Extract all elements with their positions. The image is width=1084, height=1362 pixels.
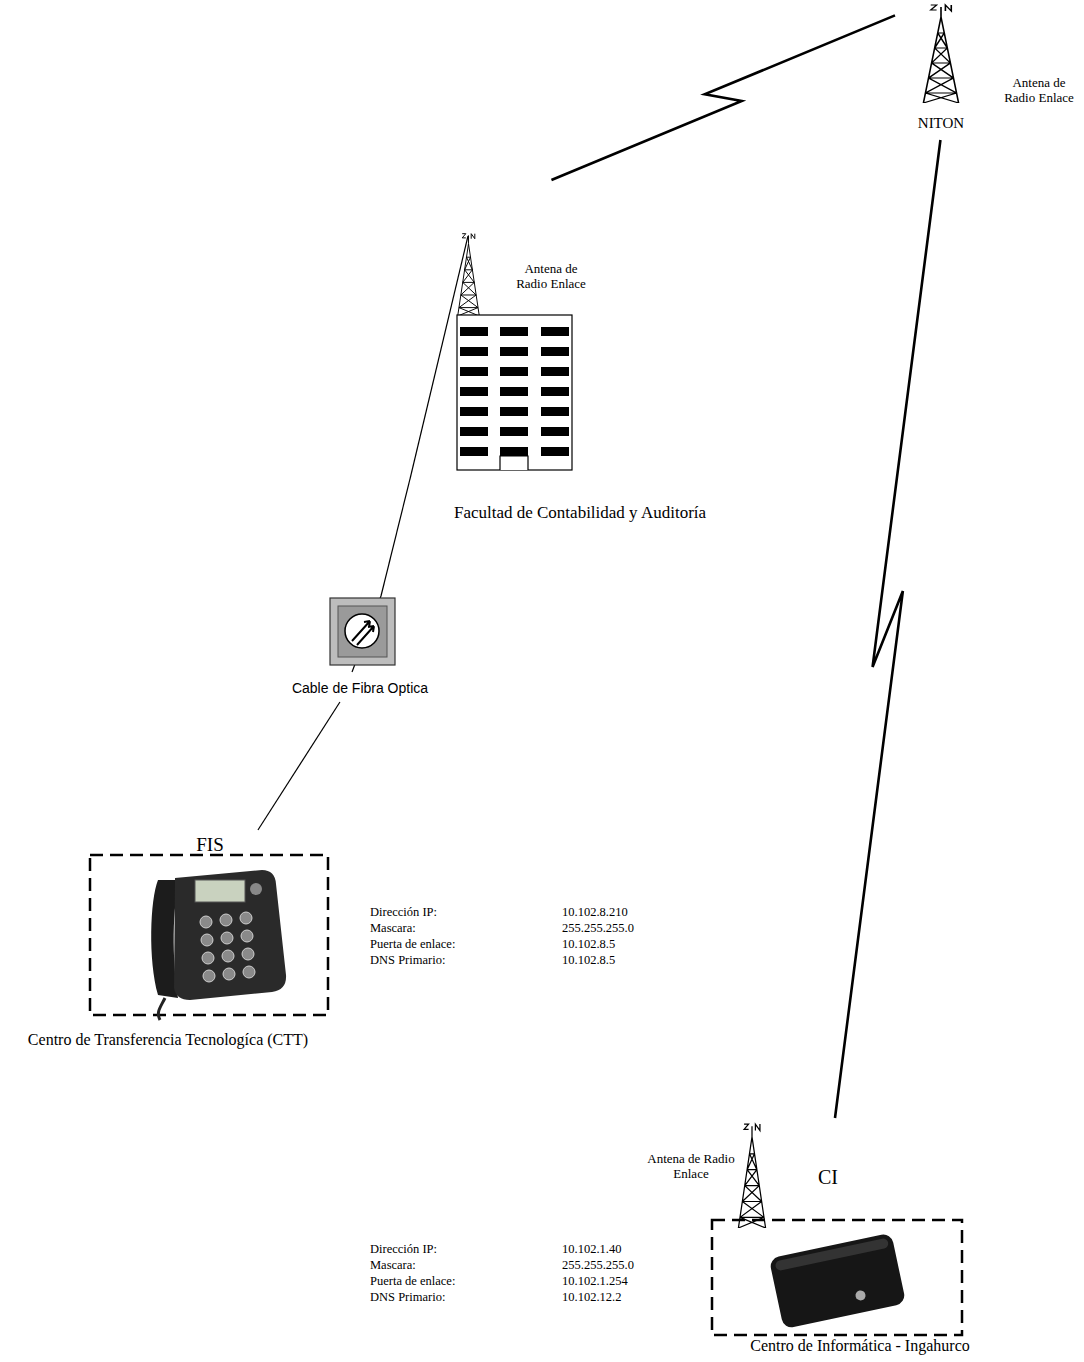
site-node: Antena de Radio Enlace CI Centro de Inform…	[640, 1118, 1010, 1362]
phone-body	[174, 870, 286, 1000]
adapter-led	[855, 1289, 867, 1301]
fiber-link	[258, 702, 340, 830]
dashed-frame	[712, 1220, 962, 1335]
building-outline	[457, 315, 572, 470]
icon-frame	[330, 598, 395, 665]
site-node: Antena de Radio EnlaceNITON	[895, 0, 1082, 140]
antenna-tower	[923, 5, 958, 103]
field-name: Mascara:	[370, 1258, 416, 1272]
icon-arrows	[352, 621, 374, 645]
ip-phone	[151, 870, 286, 1020]
field-name: Mascara:	[370, 921, 416, 935]
node-label: Antena de Radio Enlace	[1000, 76, 1078, 106]
building-windows	[460, 327, 569, 456]
field-value: 255.255.255.0	[562, 1258, 634, 1272]
building-door	[500, 456, 528, 470]
field-value: 10.102.8.210	[562, 905, 628, 919]
phone-cord	[158, 998, 165, 1020]
adapter-body	[769, 1233, 906, 1329]
adapter-edge	[775, 1238, 890, 1272]
node-label: NITON	[918, 115, 964, 132]
node-label: CI	[818, 1166, 838, 1189]
fiber-optic-icon	[330, 598, 395, 665]
node-label: Centro de Informática - Ingahurco	[750, 1337, 969, 1355]
field-name: DNS Primario:	[370, 953, 445, 967]
field-value: 10.102.1.40	[562, 1242, 621, 1256]
site-node: Cable de Fibra Optica	[255, 596, 470, 702]
connector-line	[835, 140, 940, 1118]
field-value: 10.102.8.5	[562, 937, 615, 951]
node-label: Antena de Radio Enlace	[510, 262, 592, 292]
voip-adapter	[769, 1233, 906, 1329]
field-name: Dirección IP:	[370, 1242, 437, 1256]
connector-line	[258, 702, 340, 830]
building	[457, 315, 572, 470]
node-label: Centro de Transferencia Tecnologíca (CTT…	[28, 1031, 308, 1049]
node-label: Facultad de Contabilidad y Auditoría	[454, 503, 706, 523]
node-label: Antena de Radio Enlace	[645, 1152, 737, 1182]
field-value: 10.102.12.2	[562, 1290, 621, 1304]
antenna-tower	[738, 1124, 765, 1228]
field-value: 255.255.255.0	[562, 921, 634, 935]
cable-wire	[410, 236, 468, 479]
field-value: 10.102.1.254	[562, 1274, 628, 1288]
phone-display	[195, 880, 245, 902]
icon-face	[338, 606, 387, 657]
field-name: Dirección IP:	[370, 905, 437, 919]
fiber-link	[381, 479, 410, 596]
connector-line	[381, 479, 410, 596]
field-name: Puerta de enlace:	[370, 1274, 455, 1288]
field-name: Puerta de enlace:	[370, 937, 455, 951]
radio-link	[835, 140, 940, 1118]
phone-button	[250, 883, 262, 895]
antenna-tower	[458, 234, 480, 316]
node-label: Cable de Fibra Optica	[292, 680, 428, 696]
icon-dial	[345, 614, 379, 648]
dashed-frame	[90, 855, 328, 1015]
site-node: Antena de Radio EnlaceFacultad de Contab…	[410, 180, 755, 530]
phone-keypad	[200, 912, 255, 982]
field-value: 10.102.8.5	[562, 953, 615, 967]
radio-link	[551, 15, 895, 180]
node-label: FIS	[196, 834, 223, 856]
site-node: FIS Centro de Transferencia Tecnologíca (…	[0, 830, 335, 1055]
field-name: DNS Primario:	[370, 1290, 445, 1304]
connector-line	[551, 15, 895, 180]
